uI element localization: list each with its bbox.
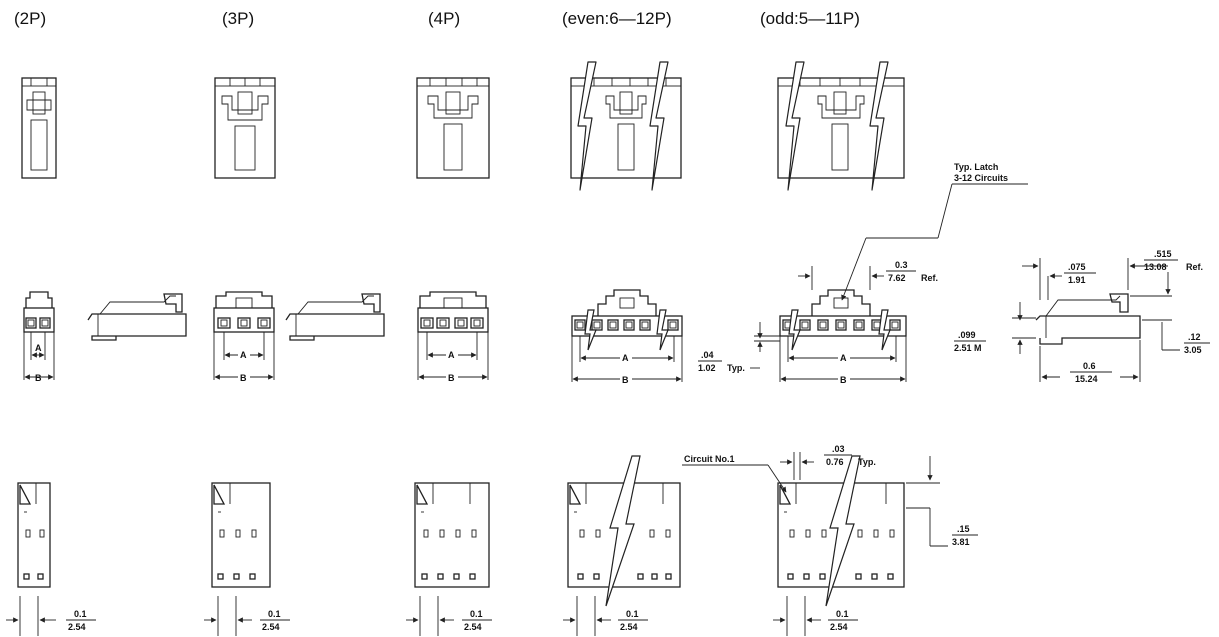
dim-15-mm: 3.81 <box>952 537 970 547</box>
pitch-2p-mm: 2.54 <box>68 622 86 632</box>
dim-b-2p: B <box>35 373 42 383</box>
dim-03: 0.3 7.62 Ref. <box>798 260 938 290</box>
dim-a-4p: A <box>448 350 455 360</box>
heading-even: (even:6—12P) <box>562 9 672 28</box>
dim-b-4p: B <box>448 373 455 383</box>
dim-04-typ: Typ. <box>727 363 745 373</box>
dim-515-in: .515 <box>1154 249 1172 259</box>
dim-06-in: 0.6 <box>1083 361 1096 371</box>
dim-b-3p: B <box>240 373 247 383</box>
bottom-view-4p: 0.1 2.54 <box>406 482 492 636</box>
front-view-3p: A B <box>213 291 275 383</box>
dim-04-in: .04 <box>701 350 714 360</box>
heading-3p: (3P) <box>222 9 254 28</box>
top-view-even <box>570 61 682 191</box>
dim-03b-in: .03 <box>832 444 845 454</box>
pitch-even-in: 0.1 <box>626 609 639 619</box>
dim-06-mm: 15.24 <box>1075 374 1098 384</box>
pitch-3p-in: 0.1 <box>268 609 281 619</box>
dim-12-mm: 3.05 <box>1184 345 1202 355</box>
dim-515-mm: 13.08 <box>1144 262 1167 272</box>
top-view-4p <box>416 77 490 179</box>
dim-515-ref: Ref. <box>1186 262 1203 272</box>
dim-04-mm: 1.02 <box>698 363 716 373</box>
side-view-large: .075 1.91 .515 13.08 Ref. .099 2.51 M .1… <box>954 249 1210 384</box>
circuit-no1-label: Circuit No.1 <box>684 454 735 464</box>
heading-4p: (4P) <box>428 9 460 28</box>
top-view-2p <box>21 77 57 179</box>
dim-a-3p: A <box>240 350 247 360</box>
latch-callout: Typ. Latch 3-12 Circuits <box>841 162 1028 301</box>
dim-b-even: B <box>622 375 629 385</box>
top-view-3p <box>214 77 276 179</box>
bottom-view-3p: 0.1 2.54 <box>204 482 290 636</box>
latch-label-1: Typ. Latch <box>954 162 998 172</box>
pitch-4p-in: 0.1 <box>470 609 483 619</box>
side-view-1 <box>87 293 187 341</box>
pitch-even-mm: 2.54 <box>620 622 638 632</box>
dim-b-odd: B <box>840 375 847 385</box>
dim-15-in: .15 <box>957 524 970 534</box>
bottom-view-odd: Circuit No.1 .03 0.76 Typ. .15 3.81 0.1 … <box>682 444 978 636</box>
front-view-odd: A B <box>779 289 907 385</box>
dim-075-in: .075 <box>1068 262 1086 272</box>
dim-a-2p: A <box>35 343 42 353</box>
dim-a-even: A <box>622 353 629 363</box>
dim-03-in: 0.3 <box>895 260 908 270</box>
side-view-2 <box>285 293 385 341</box>
dim-12-in: .12 <box>1188 332 1201 342</box>
pitch-odd-in: 0.1 <box>836 609 849 619</box>
pitch-2p-in: 0.1 <box>74 609 87 619</box>
bottom-view-even: 0.1 2.54 <box>563 455 681 636</box>
pitch-3p-mm: 2.54 <box>262 622 280 632</box>
dim-a-odd: A <box>840 353 847 363</box>
dim-099-in: .099 <box>958 330 976 340</box>
front-view-2p: A B <box>23 291 55 383</box>
dim-03b-typ: Typ. <box>858 457 876 467</box>
bottom-view-2p: 0.1 2.54 <box>6 482 96 636</box>
pitch-4p-mm: 2.54 <box>464 622 482 632</box>
heading-2p: (2P) <box>14 9 46 28</box>
dim-03b-mm: 0.76 <box>826 457 844 467</box>
dim-03-ref: Ref. <box>921 273 938 283</box>
dim-04: .04 1.02 Typ. <box>698 322 780 373</box>
latch-label-2: 3-12 Circuits <box>954 173 1008 183</box>
pitch-odd-mm: 2.54 <box>830 622 848 632</box>
front-view-4p: A B <box>417 291 489 383</box>
front-view-even: A B <box>571 289 683 385</box>
dim-03-mm: 7.62 <box>888 273 906 283</box>
dim-075-mm: 1.91 <box>1068 275 1086 285</box>
top-view-odd <box>777 61 905 191</box>
heading-odd: (odd:5—11P) <box>760 9 860 28</box>
dim-099-mm: 2.51 M <box>954 343 982 353</box>
